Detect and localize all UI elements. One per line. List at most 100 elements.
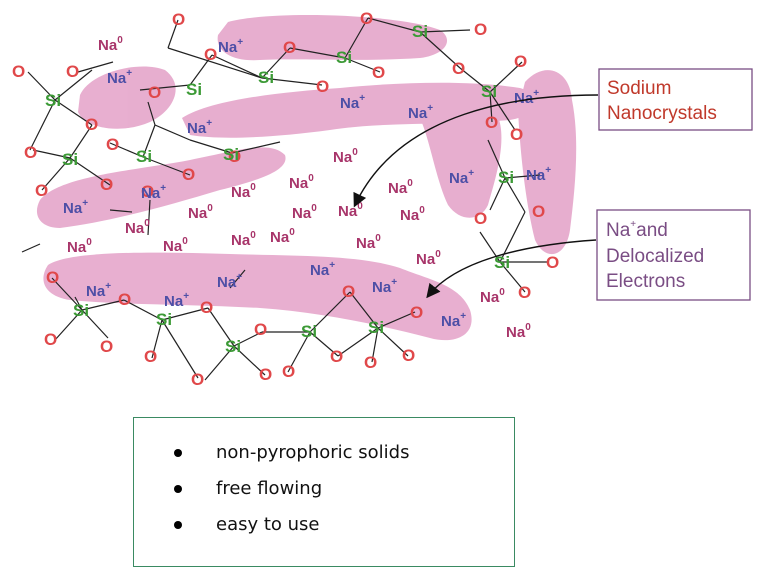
oxygen-atom-label: O bbox=[510, 125, 523, 144]
oxygen-atom-label: O bbox=[148, 83, 161, 102]
silicon-atom-label: Si bbox=[498, 168, 514, 187]
oxygen-atom-label: O bbox=[182, 165, 195, 184]
sodium-neutral-label: Na0 bbox=[338, 201, 363, 220]
callout-electrons-line3: Electrons bbox=[606, 271, 685, 292]
silicon-atom-label: Si bbox=[412, 22, 428, 41]
oxygen-atom-label: O bbox=[342, 282, 355, 301]
oxygen-atom-label: O bbox=[118, 290, 131, 309]
sodium-ion-label: Na+ bbox=[372, 277, 397, 296]
sodium-ion-label: Na+ bbox=[217, 272, 242, 291]
callout-electrons-line2: Delocalized bbox=[606, 246, 704, 267]
oxygen-atom-label: O bbox=[35, 181, 48, 200]
oxygen-atom-label: O bbox=[66, 62, 79, 81]
features-list: non-pyrophoric solids free flowing easy … bbox=[134, 418, 514, 546]
feature-text: non-pyrophoric solids bbox=[216, 442, 410, 463]
oxygen-atom-label: O bbox=[316, 77, 329, 96]
feature-text: easy to use bbox=[216, 514, 320, 535]
sodium-neutral-label: Na0 bbox=[270, 227, 295, 246]
silicon-atom-label: Si bbox=[301, 322, 317, 341]
silicon-atom-label: Si bbox=[62, 150, 78, 169]
oxygen-atom-label: O bbox=[546, 253, 559, 272]
sodium-ion-label: Na+ bbox=[441, 311, 466, 330]
oxygen-atom-label: O bbox=[172, 10, 185, 29]
oxygen-atom-label: O bbox=[12, 62, 25, 81]
blob-right-vertical bbox=[518, 70, 577, 255]
silicon-atom-label: Si bbox=[494, 253, 510, 272]
sodium-ion-label: Na+ bbox=[107, 68, 132, 87]
sodium-ion-label: Na+ bbox=[164, 291, 189, 310]
sodium-neutral-label: Na0 bbox=[416, 249, 441, 268]
oxygen-atom-label: O bbox=[330, 347, 343, 366]
silicon-atom-label: Si bbox=[368, 318, 384, 337]
callout-electrons-line1: Na+and bbox=[606, 219, 668, 241]
oxygen-atom-label: O bbox=[372, 63, 385, 82]
sodium-neutral-label: Na0 bbox=[188, 203, 213, 222]
sodium-ion-label: Na+ bbox=[340, 93, 365, 112]
oxygen-atom-label: O bbox=[452, 59, 465, 78]
silicate-bonds bbox=[21, 17, 548, 381]
silicon-atom-label: Si bbox=[73, 301, 89, 320]
feature-item: easy to use bbox=[174, 510, 514, 546]
sodium-ion-label: Na+ bbox=[310, 260, 335, 279]
silicon-atom-label: Si bbox=[136, 147, 152, 166]
oxygen-atom-label: O bbox=[106, 135, 119, 154]
oxygen-atom-label: O bbox=[410, 303, 423, 322]
sodium-neutral-label: Na0 bbox=[356, 233, 381, 252]
oxygen-atom-label: O bbox=[474, 209, 487, 228]
oxygen-atom-label: O bbox=[228, 147, 241, 166]
callout-nanocrystals-line2: Nanocrystals bbox=[607, 103, 717, 124]
nanocrystal-blobs bbox=[36, 15, 577, 341]
oxygen-atom-label: O bbox=[100, 337, 113, 356]
sodium-ion-label: Na+ bbox=[526, 165, 551, 184]
oxygen-atom-label: O bbox=[191, 370, 204, 389]
callout-nanocrystals: Sodium Nanocrystals bbox=[598, 68, 753, 131]
silicon-atom-label: Si bbox=[336, 48, 352, 67]
bullet-icon bbox=[174, 449, 182, 457]
oxygen-atom-label: O bbox=[46, 268, 59, 287]
sodium-neutral-label: Na0 bbox=[125, 218, 150, 237]
arrow-electrons bbox=[426, 239, 597, 299]
oxygen-atom-label: O bbox=[518, 283, 531, 302]
sodium-neutral-label: Na0 bbox=[163, 236, 188, 255]
callout-electrons: Na+and Delocalized Electrons bbox=[596, 209, 751, 301]
sodium-ion-label: Na+ bbox=[514, 88, 539, 107]
features-box: non-pyrophoric solids free flowing easy … bbox=[133, 417, 515, 567]
oxygen-atom-label: O bbox=[259, 365, 272, 384]
sodium-neutral-label: Na0 bbox=[506, 322, 531, 341]
oxygen-atom-label: O bbox=[204, 45, 217, 64]
oxygen-atom-label: O bbox=[85, 115, 98, 134]
sodium-neutral-label: Na0 bbox=[67, 237, 92, 256]
sodium-ion-label: Na+ bbox=[449, 168, 474, 187]
oxygen-atom-label: O bbox=[200, 298, 213, 317]
oxygen-atom-label: O bbox=[364, 353, 377, 372]
callout-nanocrystals-line1: Sodium bbox=[607, 78, 671, 99]
silicon-atom-label: Si bbox=[156, 310, 172, 329]
sodium-ion-label: Na+ bbox=[86, 281, 111, 300]
oxygen-atom-label: O bbox=[144, 347, 157, 366]
oxygen-atom-label: O bbox=[485, 113, 498, 132]
sodium-neutral-label: Na0 bbox=[231, 230, 256, 249]
sodium-neutral-label: Na0 bbox=[333, 147, 358, 166]
sodium-neutral-label: Na0 bbox=[480, 287, 505, 306]
oxygen-atom-label: O bbox=[141, 182, 154, 201]
oxygen-atom-label: O bbox=[532, 202, 545, 221]
callout-electrons-box bbox=[596, 209, 751, 301]
bullet-icon bbox=[174, 485, 182, 493]
sodium-neutral-label: Na0 bbox=[388, 178, 413, 197]
sodium-ion-label: Na+ bbox=[141, 183, 166, 202]
oxygen-atom-label: O bbox=[282, 362, 295, 381]
oxygen-atom-label: O bbox=[514, 52, 527, 71]
sodium-neutral-label: Na0 bbox=[289, 173, 314, 192]
oxygen-atom-label: O bbox=[254, 320, 267, 339]
feature-item: free flowing bbox=[174, 474, 514, 510]
sodium-ion-label: Na+ bbox=[408, 103, 433, 122]
blob-left-diagonal bbox=[36, 147, 286, 228]
oxygen-atom-label: O bbox=[24, 143, 37, 162]
sodium-neutral-label: Na0 bbox=[292, 203, 317, 222]
feature-item: non-pyrophoric solids bbox=[174, 438, 514, 474]
callout-nanocrystals-box bbox=[598, 68, 753, 131]
feature-text: free flowing bbox=[216, 478, 323, 499]
blob-top bbox=[217, 15, 448, 61]
